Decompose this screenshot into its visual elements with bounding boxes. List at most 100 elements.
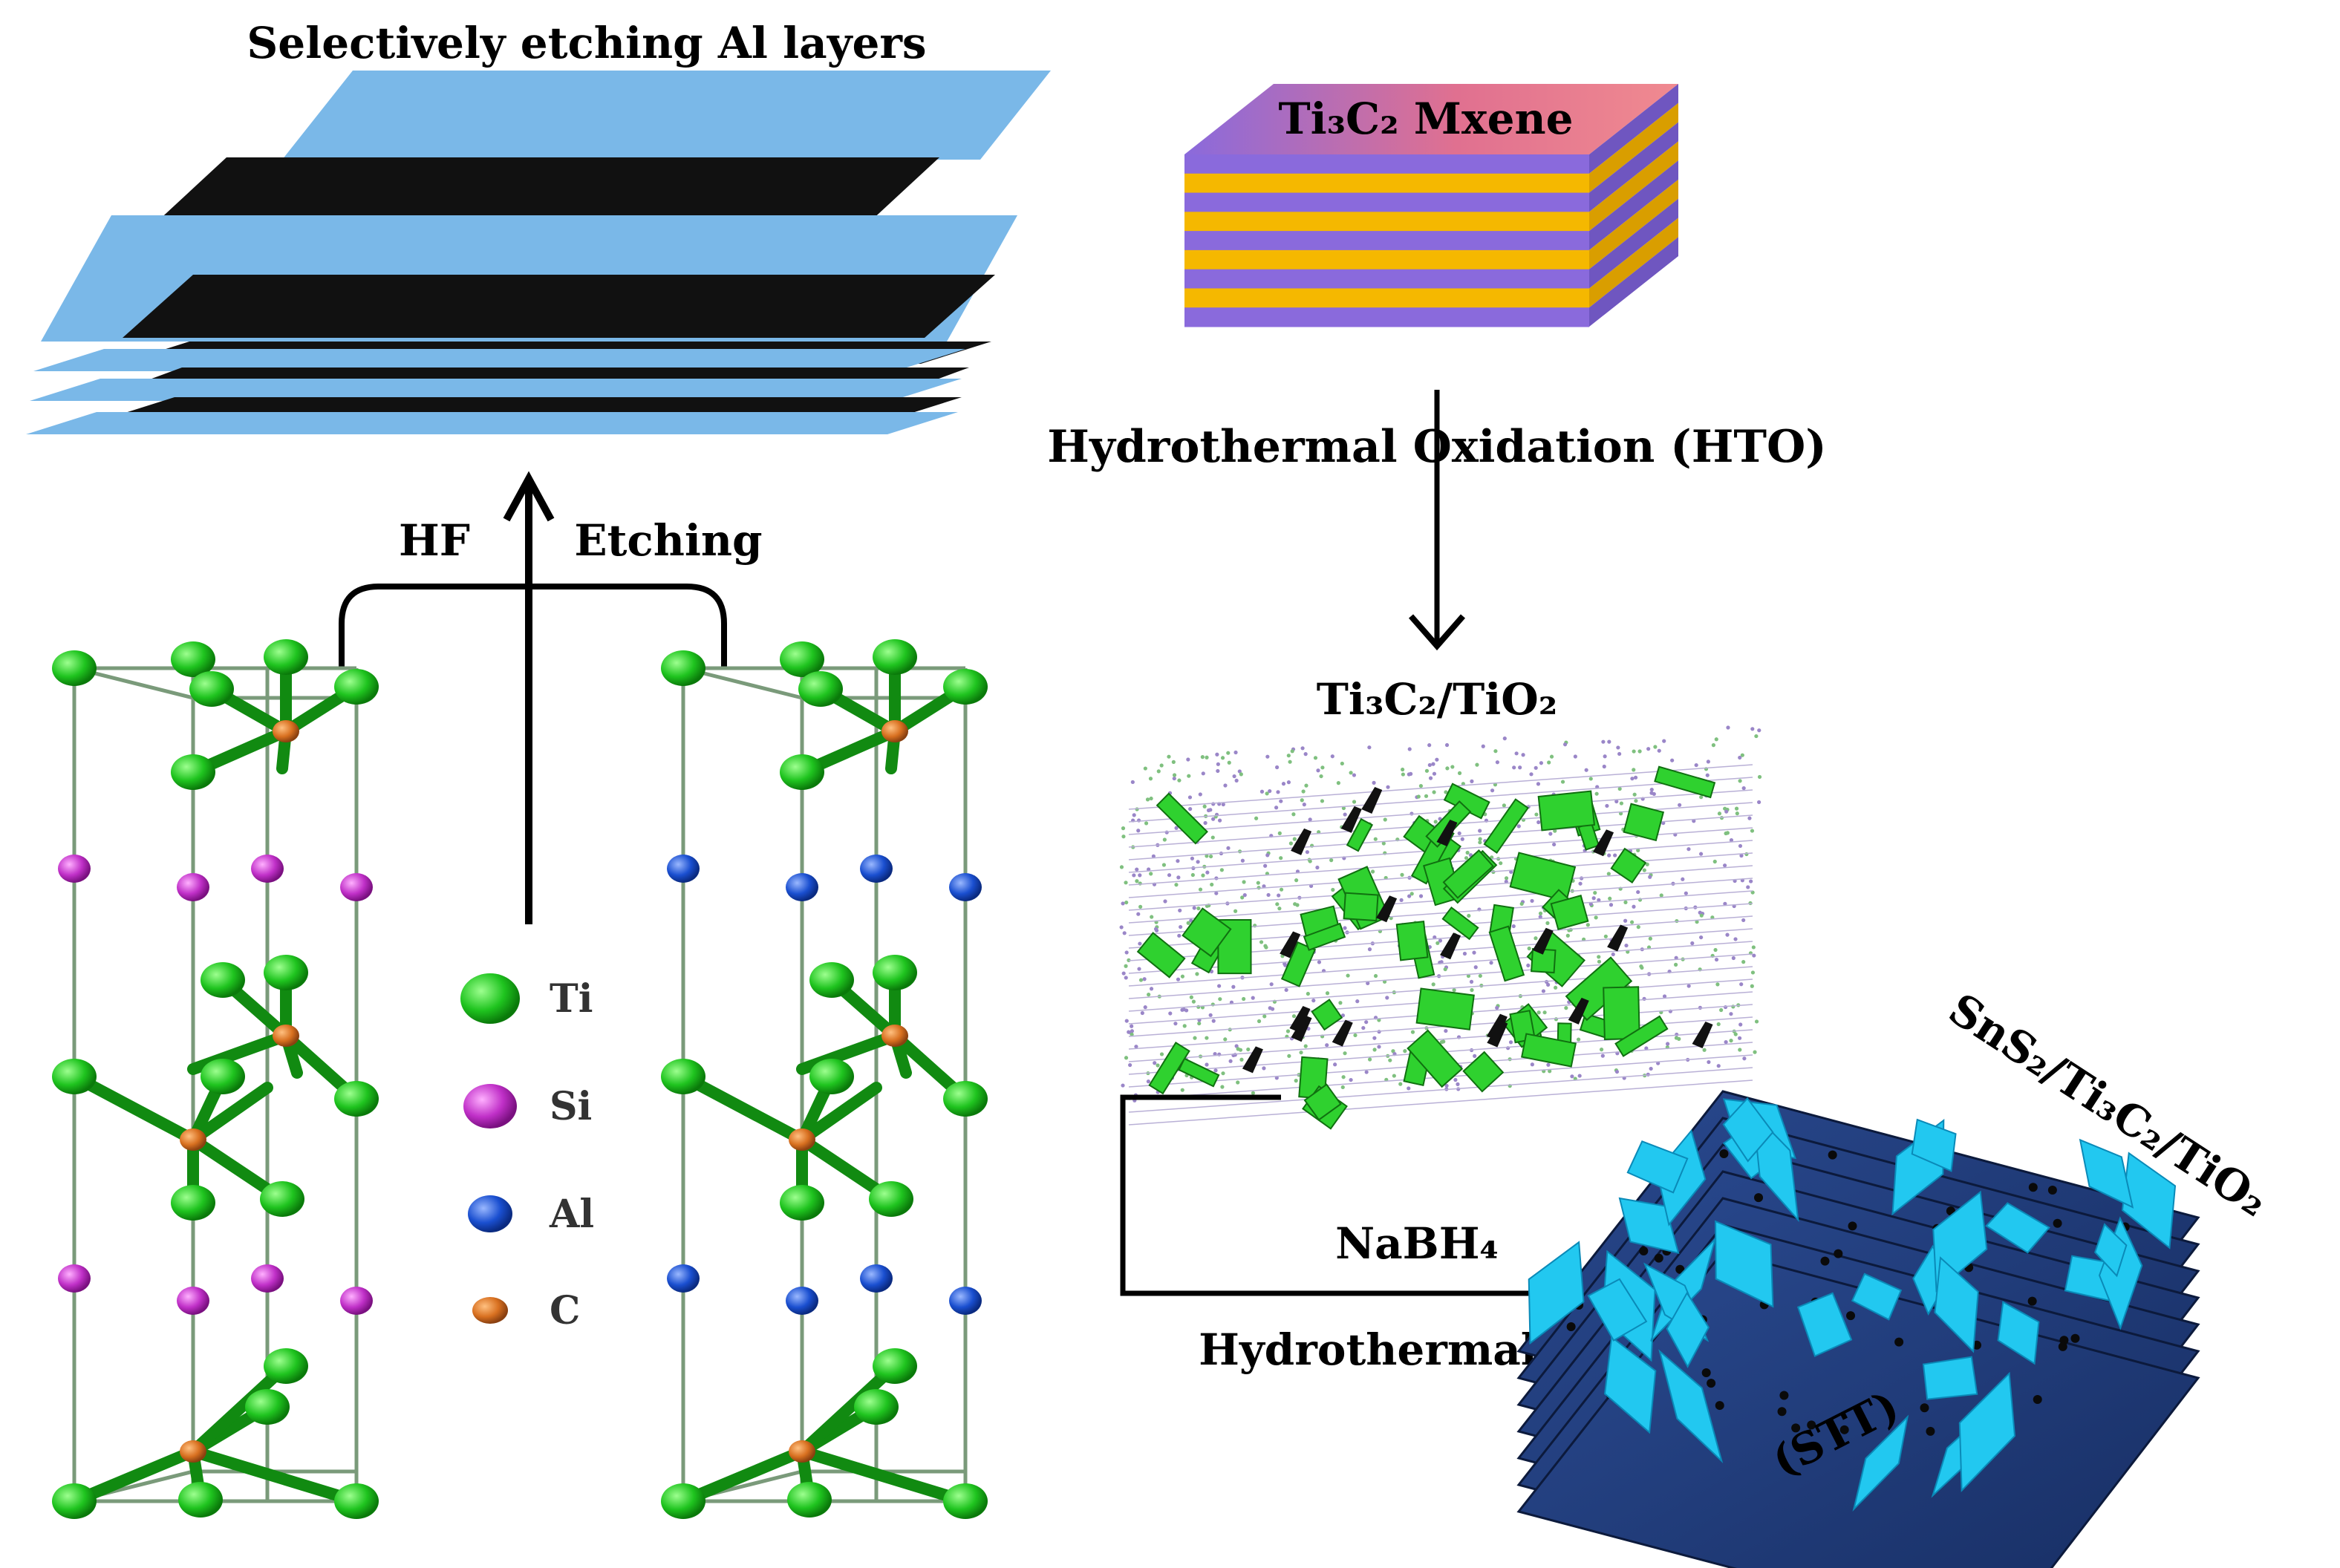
lattice-dot xyxy=(1444,1028,1448,1033)
lattice-dot xyxy=(1670,758,1675,762)
tio2-crystal xyxy=(1182,907,1232,958)
tio2-crystal xyxy=(1462,1051,1505,1093)
lattice-dot xyxy=(1256,881,1260,885)
ti-atom xyxy=(661,650,705,686)
blue-sheet xyxy=(33,349,965,371)
lattice-dot xyxy=(1366,981,1370,985)
lattice-dot xyxy=(1213,1068,1218,1073)
a-layer-atom xyxy=(177,1287,209,1315)
lattice-dot xyxy=(1715,982,1720,987)
lattice-dot xyxy=(1565,933,1570,938)
black-sheet xyxy=(156,157,939,223)
lattice-dot xyxy=(1608,896,1612,901)
lattice-dot xyxy=(1634,799,1638,803)
lattice-dot xyxy=(1399,898,1404,902)
ti-atom xyxy=(189,671,234,707)
c-atom xyxy=(881,720,908,742)
lattice-dot xyxy=(1316,768,1320,773)
lattice-dot xyxy=(1594,791,1599,796)
lattice-dot xyxy=(1336,781,1340,785)
stt-dot xyxy=(2033,1395,2042,1405)
lattice-dot xyxy=(1124,976,1128,980)
lattice-dot xyxy=(1172,773,1177,777)
lattice-dot xyxy=(1707,1059,1711,1065)
lattice-dot xyxy=(1367,947,1372,952)
lattice-dot xyxy=(1738,1048,1742,1052)
ti-atom xyxy=(264,955,308,990)
lattice-dot xyxy=(1277,893,1281,898)
lattice-dot xyxy=(1398,1082,1403,1086)
lattice-dot xyxy=(1623,900,1628,904)
stt-dot xyxy=(1848,1221,1857,1231)
lattice-dot xyxy=(1331,887,1335,892)
lattice-dot xyxy=(1372,1048,1377,1052)
dark-shard xyxy=(1436,819,1458,846)
legend-swatch-si xyxy=(463,1084,517,1128)
lattice-dot xyxy=(1299,1051,1303,1055)
etched-layer-stack xyxy=(26,71,1051,434)
lattice-dot xyxy=(1201,873,1205,878)
lattice-dot xyxy=(1603,754,1607,759)
lattice-dot xyxy=(1286,780,1291,785)
lattice-dot xyxy=(1281,782,1286,786)
lattice-dot xyxy=(1343,812,1347,817)
lattice-dot xyxy=(1372,1036,1377,1040)
lattice-dot xyxy=(1315,865,1320,870)
lattice-dot xyxy=(1731,956,1736,961)
lattice-dot xyxy=(1167,754,1171,759)
lattice-dot xyxy=(1211,817,1216,821)
lattice-dot xyxy=(1648,875,1652,879)
lattice-dot xyxy=(1210,835,1215,840)
lattice-dot xyxy=(1742,1056,1747,1061)
lattice-dot xyxy=(1338,1001,1343,1005)
lattice-dot xyxy=(1262,1014,1267,1019)
lattice-dot xyxy=(1138,941,1142,946)
a-layer-atom xyxy=(340,873,373,901)
lattice-dot xyxy=(1648,936,1652,941)
lattice-dot xyxy=(1428,776,1433,780)
lattice-dot xyxy=(1119,925,1124,930)
lattice-dot xyxy=(1593,890,1597,895)
lattice-dot xyxy=(1197,1021,1202,1026)
lattice-dot xyxy=(1266,892,1271,898)
lattice-dot xyxy=(1268,1006,1272,1010)
ti-c-bond xyxy=(677,1446,808,1507)
lattice-dot xyxy=(1200,755,1205,760)
a-layer-atom xyxy=(786,873,818,901)
tio2-crystal xyxy=(1136,932,1186,979)
lattice-dot xyxy=(1189,995,1193,999)
lattice-dot xyxy=(1233,909,1238,913)
lattice-dot xyxy=(1716,1022,1721,1027)
lattice-dot xyxy=(1754,734,1759,739)
dark-shard xyxy=(1291,828,1312,855)
lattice-dot xyxy=(1367,1057,1372,1062)
lattice-dot xyxy=(1205,755,1209,760)
lattice-dot xyxy=(1121,1083,1125,1088)
lattice-dot xyxy=(1684,891,1688,895)
lattice-dot xyxy=(1308,859,1312,863)
lattice-dot xyxy=(1190,872,1195,878)
lattice-dot xyxy=(1196,906,1201,911)
lattice-dot xyxy=(1431,762,1435,766)
lattice-dot xyxy=(1472,950,1476,955)
lattice-dot xyxy=(1750,984,1754,988)
lattice-dot xyxy=(1124,900,1129,905)
ti-atom xyxy=(873,955,917,990)
lattice-dot xyxy=(1361,1025,1366,1030)
lattice-dot xyxy=(1205,1036,1209,1040)
lattice-dot xyxy=(1221,1071,1225,1076)
lattice-dot xyxy=(1726,725,1730,730)
lattice-dot xyxy=(1478,829,1482,833)
lattice-dot xyxy=(1652,791,1656,797)
lattice-dot xyxy=(1153,1061,1157,1065)
lattice-dot xyxy=(1214,891,1219,895)
lattice-dot xyxy=(1180,1088,1184,1092)
stt-dot xyxy=(1920,1403,1929,1413)
lattice-dot xyxy=(1132,813,1136,817)
lattice-dot xyxy=(1279,887,1284,892)
stt-dot xyxy=(1654,1253,1663,1263)
lattice-dot xyxy=(1259,789,1265,794)
lattice-dot xyxy=(1739,982,1744,987)
lattice-dot xyxy=(1473,1054,1477,1058)
dark-shard xyxy=(1593,829,1614,857)
